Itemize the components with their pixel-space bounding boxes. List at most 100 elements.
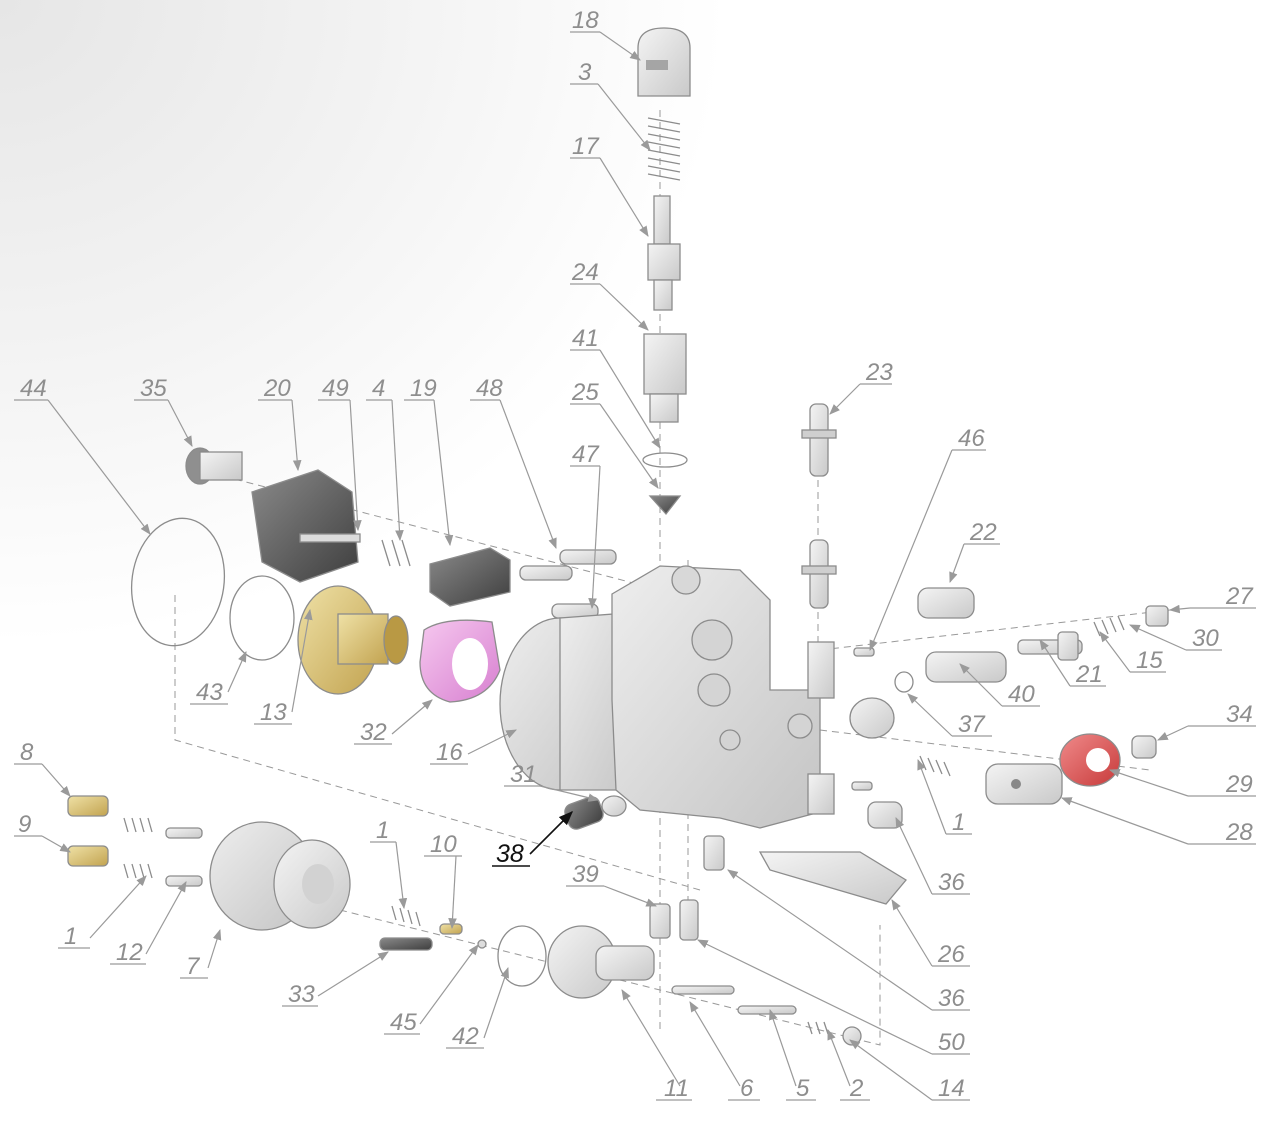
callout-number: 29 [1225,771,1253,798]
callout-11: 11 [621,989,692,1102]
callout-leader-arrow [349,399,362,532]
callout-number: 43 [196,679,223,706]
callout-49: 49 [318,375,362,532]
callout-number: 36 [938,869,965,896]
callout-41: 41 [570,325,661,449]
callout-number: 47 [572,441,600,468]
callout-32: 32 [354,699,433,746]
callout-leader-arrow [869,449,953,651]
callout-leader-arrow [1099,631,1131,673]
callout-36: 36 [727,869,970,1012]
callout-number: 25 [571,379,599,406]
callout-2: 2 [827,1028,870,1102]
callout-leader-arrow [588,465,601,610]
callout-23: 23 [829,359,893,415]
callout-number: 4 [372,375,385,402]
callout-leader-arrow [291,399,302,472]
callout-number: 33 [288,981,315,1008]
callout-number: 1 [64,923,77,950]
part-26-bracket [758,851,907,905]
callout-leader-arrow [1168,604,1191,614]
callout-number: 35 [140,375,167,402]
part-44-large-seal-ring [130,517,226,647]
callout-leader-arrow [597,83,651,151]
callout-leader-arrow [827,1028,851,1087]
callout-leader-arrow [41,835,71,853]
callout-number: 44 [20,375,47,402]
part-30-nut [1145,605,1169,627]
callout-number: 23 [865,359,893,386]
callout-leader-arrow [1108,768,1189,797]
callout-44: 44 [14,375,151,535]
part-46-pin [853,647,875,657]
callout-leader-arrow [621,989,681,1087]
callout-5: 5 [769,1008,816,1102]
callout-leader-arrow [599,349,661,449]
callout-leader-arrow [599,157,649,237]
callout-18: 18 [570,7,641,61]
callout-leader-arrow [959,663,1003,707]
callout-37: 37 [907,693,992,738]
callout-leader-arrow [1129,624,1187,651]
part-37-washer [894,671,914,693]
callout-number: 24 [571,259,599,286]
callout-number: 40 [1008,681,1035,708]
part-45-ball [477,939,487,949]
part-46-pin-lower [851,781,873,791]
callout-number: 14 [938,1075,965,1102]
callout-leader-arrow [89,875,147,939]
callout-number: 49 [322,375,349,402]
part-11-pump-head [547,925,655,999]
callout-leader-arrow [917,758,947,835]
callout-13: 13 [254,608,313,726]
callout-leader-arrow [47,399,151,535]
callout-leader-arrow [317,951,389,997]
part-25-ball-seat [648,495,682,516]
part-37-plug [849,697,895,739]
part-17-valve-stem [647,195,681,311]
callout-4: 4 [366,375,404,542]
part-3-spring [647,117,681,181]
part-1-spring-left-upper [123,817,153,833]
callout-16: 16 [430,729,517,766]
callout-33: 33 [282,951,389,1008]
callout-number: 9 [18,811,31,838]
callout-number: 42 [452,1023,479,1050]
callout-number: 28 [1225,819,1253,846]
callout-6: 6 [689,1001,760,1102]
part-15-spring [1093,615,1125,637]
callout-number: 8 [20,739,34,766]
callout-number: 36 [938,985,965,1012]
callout-number: 6 [740,1075,754,1102]
callout-leader-arrow [448,855,457,930]
callout-number: 17 [572,133,600,160]
callout-leader-arrow [391,699,433,735]
callout-number: 48 [476,375,503,402]
callout-46: 46 [869,425,986,651]
callout-number: 10 [430,831,457,858]
callout-15: 15 [1099,631,1166,674]
callout-leader-arrow [41,763,71,797]
callout-number: 21 [1075,661,1103,688]
callout-leader-arrow [895,817,933,895]
part-9-fitting [67,845,109,867]
part-35-plug [185,447,243,485]
callout-14: 14 [849,1039,970,1102]
callout-1: 1 [370,817,408,910]
part-33-shaft [379,937,433,951]
part-7-end-cover [209,821,351,931]
callout-number: 1 [952,809,965,836]
callout-21: 21 [1039,639,1106,688]
callout-9: 9 [14,811,71,853]
callout-22: 22 [949,519,1000,584]
part-5-pin [737,1005,797,1015]
callout-leader-arrow [1060,797,1189,845]
callout-leader-arrow [529,810,574,855]
callout-1: 1 [917,758,972,836]
callout-leader-arrow [483,966,509,1039]
callout-number: 37 [958,711,986,738]
callout-number: 31 [510,761,537,788]
callout-leader-arrow [949,543,965,584]
part-19-rotor [429,547,511,607]
part-1-spring-right [919,755,951,777]
